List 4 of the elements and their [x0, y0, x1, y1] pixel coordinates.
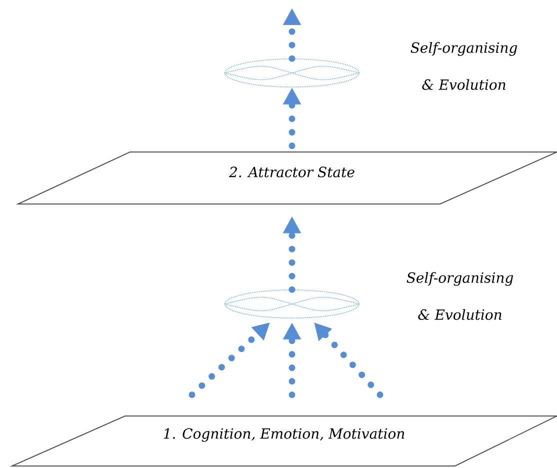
ring-drawing — [224, 58, 360, 88]
ring-drawing — [224, 290, 360, 318]
side-note: Self-organising & Evolution — [410, 42, 518, 90]
side-note: Self-organising & Evolution — [406, 272, 514, 320]
